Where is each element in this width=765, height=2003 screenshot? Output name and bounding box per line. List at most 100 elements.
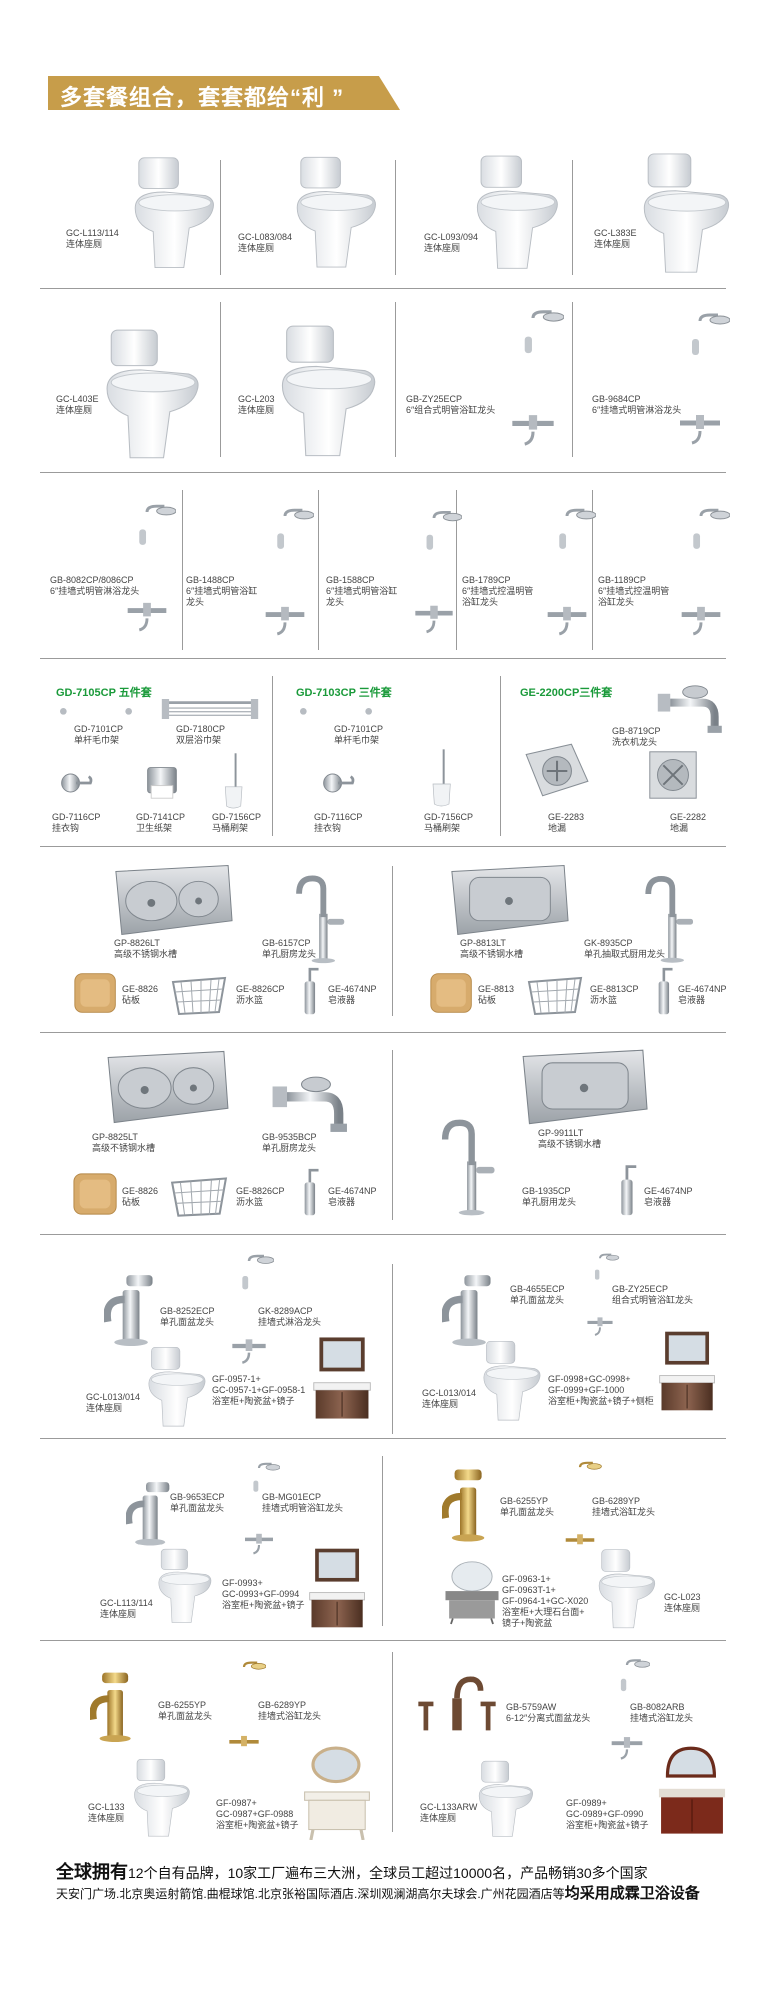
product-code: GE-8826CP: [236, 984, 285, 994]
cutting-board-image: [74, 973, 116, 1013]
product-code: GB-5759AW: [506, 1702, 557, 1712]
product-name: 单孔抽取式厨用龙头: [584, 949, 666, 959]
kitchen-tap-image: [436, 1110, 500, 1222]
divider: [182, 490, 183, 650]
product-code: GP-9911LT: [538, 1128, 584, 1138]
product-name: 单孔面盆龙头: [170, 1503, 225, 1513]
row-divider: [40, 1640, 726, 1641]
product-code: GD-7116CP: [314, 812, 363, 822]
product-code: GE-8826: [122, 1186, 159, 1196]
soap-dispenser-image: [619, 1165, 638, 1217]
product-code: GF-0963T-1+: [502, 1585, 556, 1595]
row-divider: [40, 1438, 726, 1439]
vanity-cabinet-image: [444, 1560, 500, 1626]
soap-dispenser-image: [303, 1168, 320, 1217]
drain-basket-image: [171, 1177, 227, 1217]
toilet-image: [483, 1340, 541, 1421]
product-name: 地漏: [670, 823, 689, 833]
product-name: 挂墙式明管浴缸龙头: [262, 1503, 344, 1513]
sink-image: [522, 1049, 648, 1125]
product-code: GB-6289YP: [258, 1700, 307, 1710]
product-code: GB-MG01ECP: [262, 1492, 322, 1502]
product-code: GP-8826LT: [114, 938, 160, 948]
product-code: GB-8082CP/8086CP: [50, 575, 134, 585]
product-code: GD-7141CP: [136, 812, 186, 822]
product-name: 马桶刷架: [212, 823, 249, 833]
product-name: 连体座厕: [86, 1403, 123, 1413]
product-name: 连体座厕: [238, 243, 275, 253]
towel-bar-image: [298, 706, 374, 717]
product-code: GF-0963-1+: [502, 1574, 551, 1584]
set-title: GD-7105CP 五件套: [56, 687, 152, 699]
product-name: 挂墙式淋浴龙头: [258, 1317, 322, 1327]
product-code: GC-L133: [88, 1802, 125, 1812]
product-code: GB-9535BCP: [262, 1132, 317, 1142]
divider: [395, 160, 396, 275]
product-name: 龙头: [186, 597, 205, 607]
basin-tap-image: [126, 1470, 176, 1546]
product-code: GC-L113/114: [66, 228, 119, 238]
row-divider: [40, 1032, 726, 1033]
basin-tap-image: [104, 1262, 160, 1346]
toilet-image: [106, 329, 199, 459]
section-banner: 多套餐组合，套套都给“利 ”: [48, 76, 400, 110]
product-code: GD-7180CP: [176, 724, 226, 734]
product-name: 沥水篮: [236, 995, 264, 1005]
vanity-cabinet-image: [657, 1746, 727, 1836]
sink-image: [115, 865, 233, 935]
paper-holder-image: [147, 767, 177, 799]
product-code: GF-0987+: [216, 1798, 257, 1808]
divider: [500, 676, 501, 836]
divider: [572, 302, 573, 457]
product-name: 连体座厕: [424, 243, 461, 253]
divider: [318, 490, 319, 650]
drain-basket-image: [171, 976, 227, 1016]
vanity-cabinet-image: [303, 1746, 371, 1840]
set-title: GD-7103CP 三件套: [296, 687, 392, 699]
product-code: GE-2282: [670, 812, 707, 822]
product-code: GE-8826CP: [236, 1186, 285, 1196]
product-code: GF-0999+GF-1000: [548, 1385, 625, 1395]
product-code: GC-L133ARW: [420, 1802, 478, 1812]
row-divider: [40, 1234, 726, 1235]
product-code: GB-8252ECP: [160, 1306, 215, 1316]
toilet-image: [478, 1760, 534, 1837]
product-code: GP-8825LT: [92, 1132, 138, 1142]
product-name: 浴室柜+陶瓷盆+镜子+侧柜: [548, 1396, 654, 1406]
product-name: 组合式明管浴缸龙头: [612, 1295, 694, 1305]
product-code: GB-6157CP: [262, 938, 311, 948]
product-name: 浴缸龙头: [462, 597, 499, 607]
shower-image: [256, 496, 314, 652]
product-code: GE-4674NP: [328, 1186, 377, 1196]
product-name: 卫生纸架: [136, 823, 173, 833]
product-code: GF-0993+: [222, 1578, 263, 1588]
product-name: 6-12″分离式面盆龙头: [506, 1713, 591, 1723]
product-code: GB-4655ECP: [510, 1284, 565, 1294]
shower-image: [406, 496, 462, 652]
footer-text: 天安门广场.北京奥运射箭馆.曲棍球馆.北京张裕国际酒店.深圳观澜湖高尔夫球会.广…: [56, 1887, 565, 1901]
product-code: GB-6289YP: [592, 1496, 641, 1506]
divider: [395, 302, 396, 457]
